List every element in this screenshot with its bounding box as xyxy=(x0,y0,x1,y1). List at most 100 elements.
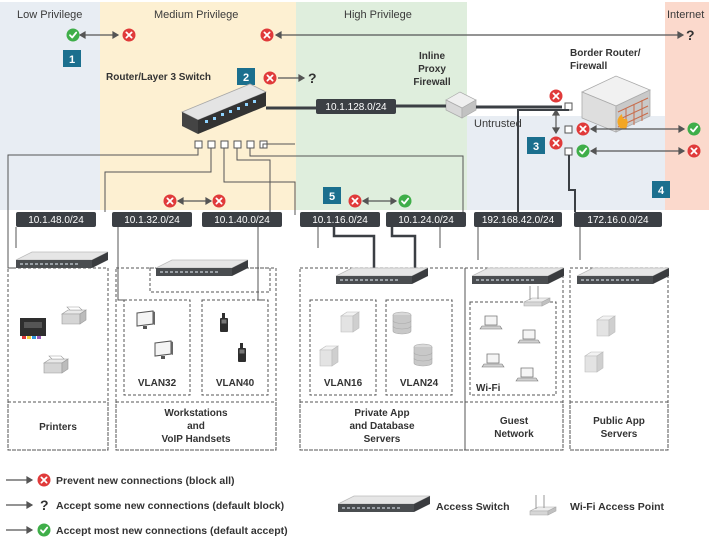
top-policy-arrows xyxy=(78,30,685,40)
proxy-firewall-device xyxy=(445,91,477,119)
untrusted-vertical-arrow xyxy=(551,108,561,135)
guest-label-2: Network xyxy=(494,429,534,440)
color-printer-icon xyxy=(20,318,46,339)
badge-5: 5 xyxy=(323,187,341,204)
laptop-icon xyxy=(479,315,503,330)
private-label-2: and Database xyxy=(349,421,414,432)
block-public-internet-icon xyxy=(686,143,702,159)
svg-text:1: 1 xyxy=(69,54,75,66)
workstations-label-1: Workstations xyxy=(164,408,228,419)
legend-block-text: Prevent new connections (block all) xyxy=(56,475,235,487)
block-untrusted-icon xyxy=(548,135,564,151)
block-medium-icon xyxy=(121,27,137,43)
guest-internet-arrow xyxy=(589,124,686,134)
badge-2: 2 xyxy=(237,68,255,85)
svg-text:10.1.48.0/24: 10.1.48.0/24 xyxy=(28,215,84,226)
tablet-icon xyxy=(481,353,505,368)
access-switch-workstations xyxy=(155,259,249,277)
legend-block-icon xyxy=(36,472,52,488)
legend-access-switch-text: Access Switch xyxy=(436,501,510,513)
vlan32-label: VLAN32 xyxy=(138,378,177,389)
printers-label: Printers xyxy=(39,422,77,433)
server-icon-2 xyxy=(319,345,339,367)
block-router-icon xyxy=(262,70,278,86)
monitor-icon xyxy=(136,310,156,330)
svg-text:3: 3 xyxy=(533,141,539,153)
border-label-line1: Border Router/ xyxy=(570,48,641,59)
badge-3: 3 xyxy=(527,137,545,154)
public-internet-arrow xyxy=(589,146,686,156)
svg-text:10.1.40.0/24: 10.1.40.0/24 xyxy=(214,215,270,226)
laptop-icon-2 xyxy=(517,329,541,344)
net-label-32: 10.1.32.0/24 xyxy=(112,212,192,227)
guest-public-lines xyxy=(517,109,576,212)
proxy-label-line2: Proxy xyxy=(418,64,446,75)
svg-text:10.1.128.0/24: 10.1.128.0/24 xyxy=(325,102,387,113)
vlan16-label: VLAN16 xyxy=(324,378,363,389)
zone-medium-title: Medium Privilege xyxy=(154,9,238,21)
router-label: Router/Layer 3 Switch xyxy=(106,72,211,83)
svg-text:2: 2 xyxy=(243,72,249,84)
access-switch-guest xyxy=(471,267,565,285)
border-label-line2: Firewall xyxy=(570,61,607,72)
private-label-1: Private App xyxy=(354,408,409,419)
vlan40-label: VLAN40 xyxy=(216,378,255,389)
accept-public-icon xyxy=(575,143,591,159)
group-boxes xyxy=(7,267,669,451)
voip-phone-icon xyxy=(220,313,228,332)
net-label-16: 10.1.16.0/24 xyxy=(300,212,380,227)
monitor-icon-2 xyxy=(154,340,174,360)
vlan16-24-arrow xyxy=(361,196,398,206)
net-label-48: 10.1.48.0/24 xyxy=(16,212,96,227)
border-ports xyxy=(564,102,573,156)
zone-untrusted-title: Untrusted xyxy=(474,118,522,130)
legend-wifi-ap-icon xyxy=(529,494,557,516)
block-guest-internet-icon xyxy=(575,121,591,137)
printer-icon xyxy=(61,306,87,325)
database-icon xyxy=(392,311,412,335)
question-router-icon: ? xyxy=(308,70,317,86)
wifi-access-point-icon xyxy=(523,285,551,307)
thick-downlinks xyxy=(332,227,417,270)
block-vlan40-icon xyxy=(211,193,227,209)
block-proxy-border-icon xyxy=(548,88,564,104)
question-internet-icon: ? xyxy=(686,27,695,43)
legend-access-switch-icon xyxy=(337,495,431,513)
border-firewall-device xyxy=(581,75,651,133)
svg-text:4: 4 xyxy=(658,185,665,197)
svg-text:172.16.0.0/24: 172.16.0.0/24 xyxy=(587,215,649,226)
net-label-172: 172.16.0.0/24 xyxy=(574,212,662,227)
net-label-128: 10.1.128.0/24 xyxy=(316,99,396,114)
accept-vlan24-icon xyxy=(397,193,413,209)
badge-1: 1 xyxy=(63,50,81,67)
workstations-label-3: VoIP Handsets xyxy=(161,434,231,445)
legend-wifi-ap-text: Wi-Fi Access Point xyxy=(570,501,665,513)
proxy-label-line3: Firewall xyxy=(413,77,450,88)
laptop-icon-3 xyxy=(515,367,539,382)
svg-text:10.1.24.0/24: 10.1.24.0/24 xyxy=(398,215,454,226)
proxy-label-line1: Inline xyxy=(419,51,446,62)
svg-text:192.168.42.0/24: 192.168.42.0/24 xyxy=(482,215,555,226)
vlan24-label: VLAN24 xyxy=(400,378,439,389)
guest-label-1: Guest xyxy=(500,416,529,427)
legend-some-text: Accept some new connections (default blo… xyxy=(56,500,284,512)
voip-phone-icon-2 xyxy=(238,343,246,362)
public-label-2: Servers xyxy=(601,429,638,440)
database-icon-2 xyxy=(413,343,433,367)
public-server-icon xyxy=(596,315,616,337)
public-label-1: Public App xyxy=(593,416,645,427)
svg-text:5: 5 xyxy=(329,191,335,203)
block-vlan32-icon xyxy=(162,193,178,209)
zone-high-title: High Privilege xyxy=(344,9,412,21)
net-label-40: 10.1.40.0/24 xyxy=(202,212,282,227)
access-switch-public xyxy=(576,267,670,285)
legend: ? Prevent new connections (block all) Ac… xyxy=(6,472,665,538)
legend-accept-icon xyxy=(36,522,52,538)
printer-icon-2 xyxy=(43,355,69,374)
private-label-3: Servers xyxy=(364,434,401,445)
net-label-24: 10.1.24.0/24 xyxy=(386,212,466,227)
accept-low-icon xyxy=(65,27,81,43)
block-internet-icon xyxy=(259,27,275,43)
block-vlan16-icon xyxy=(347,193,363,209)
